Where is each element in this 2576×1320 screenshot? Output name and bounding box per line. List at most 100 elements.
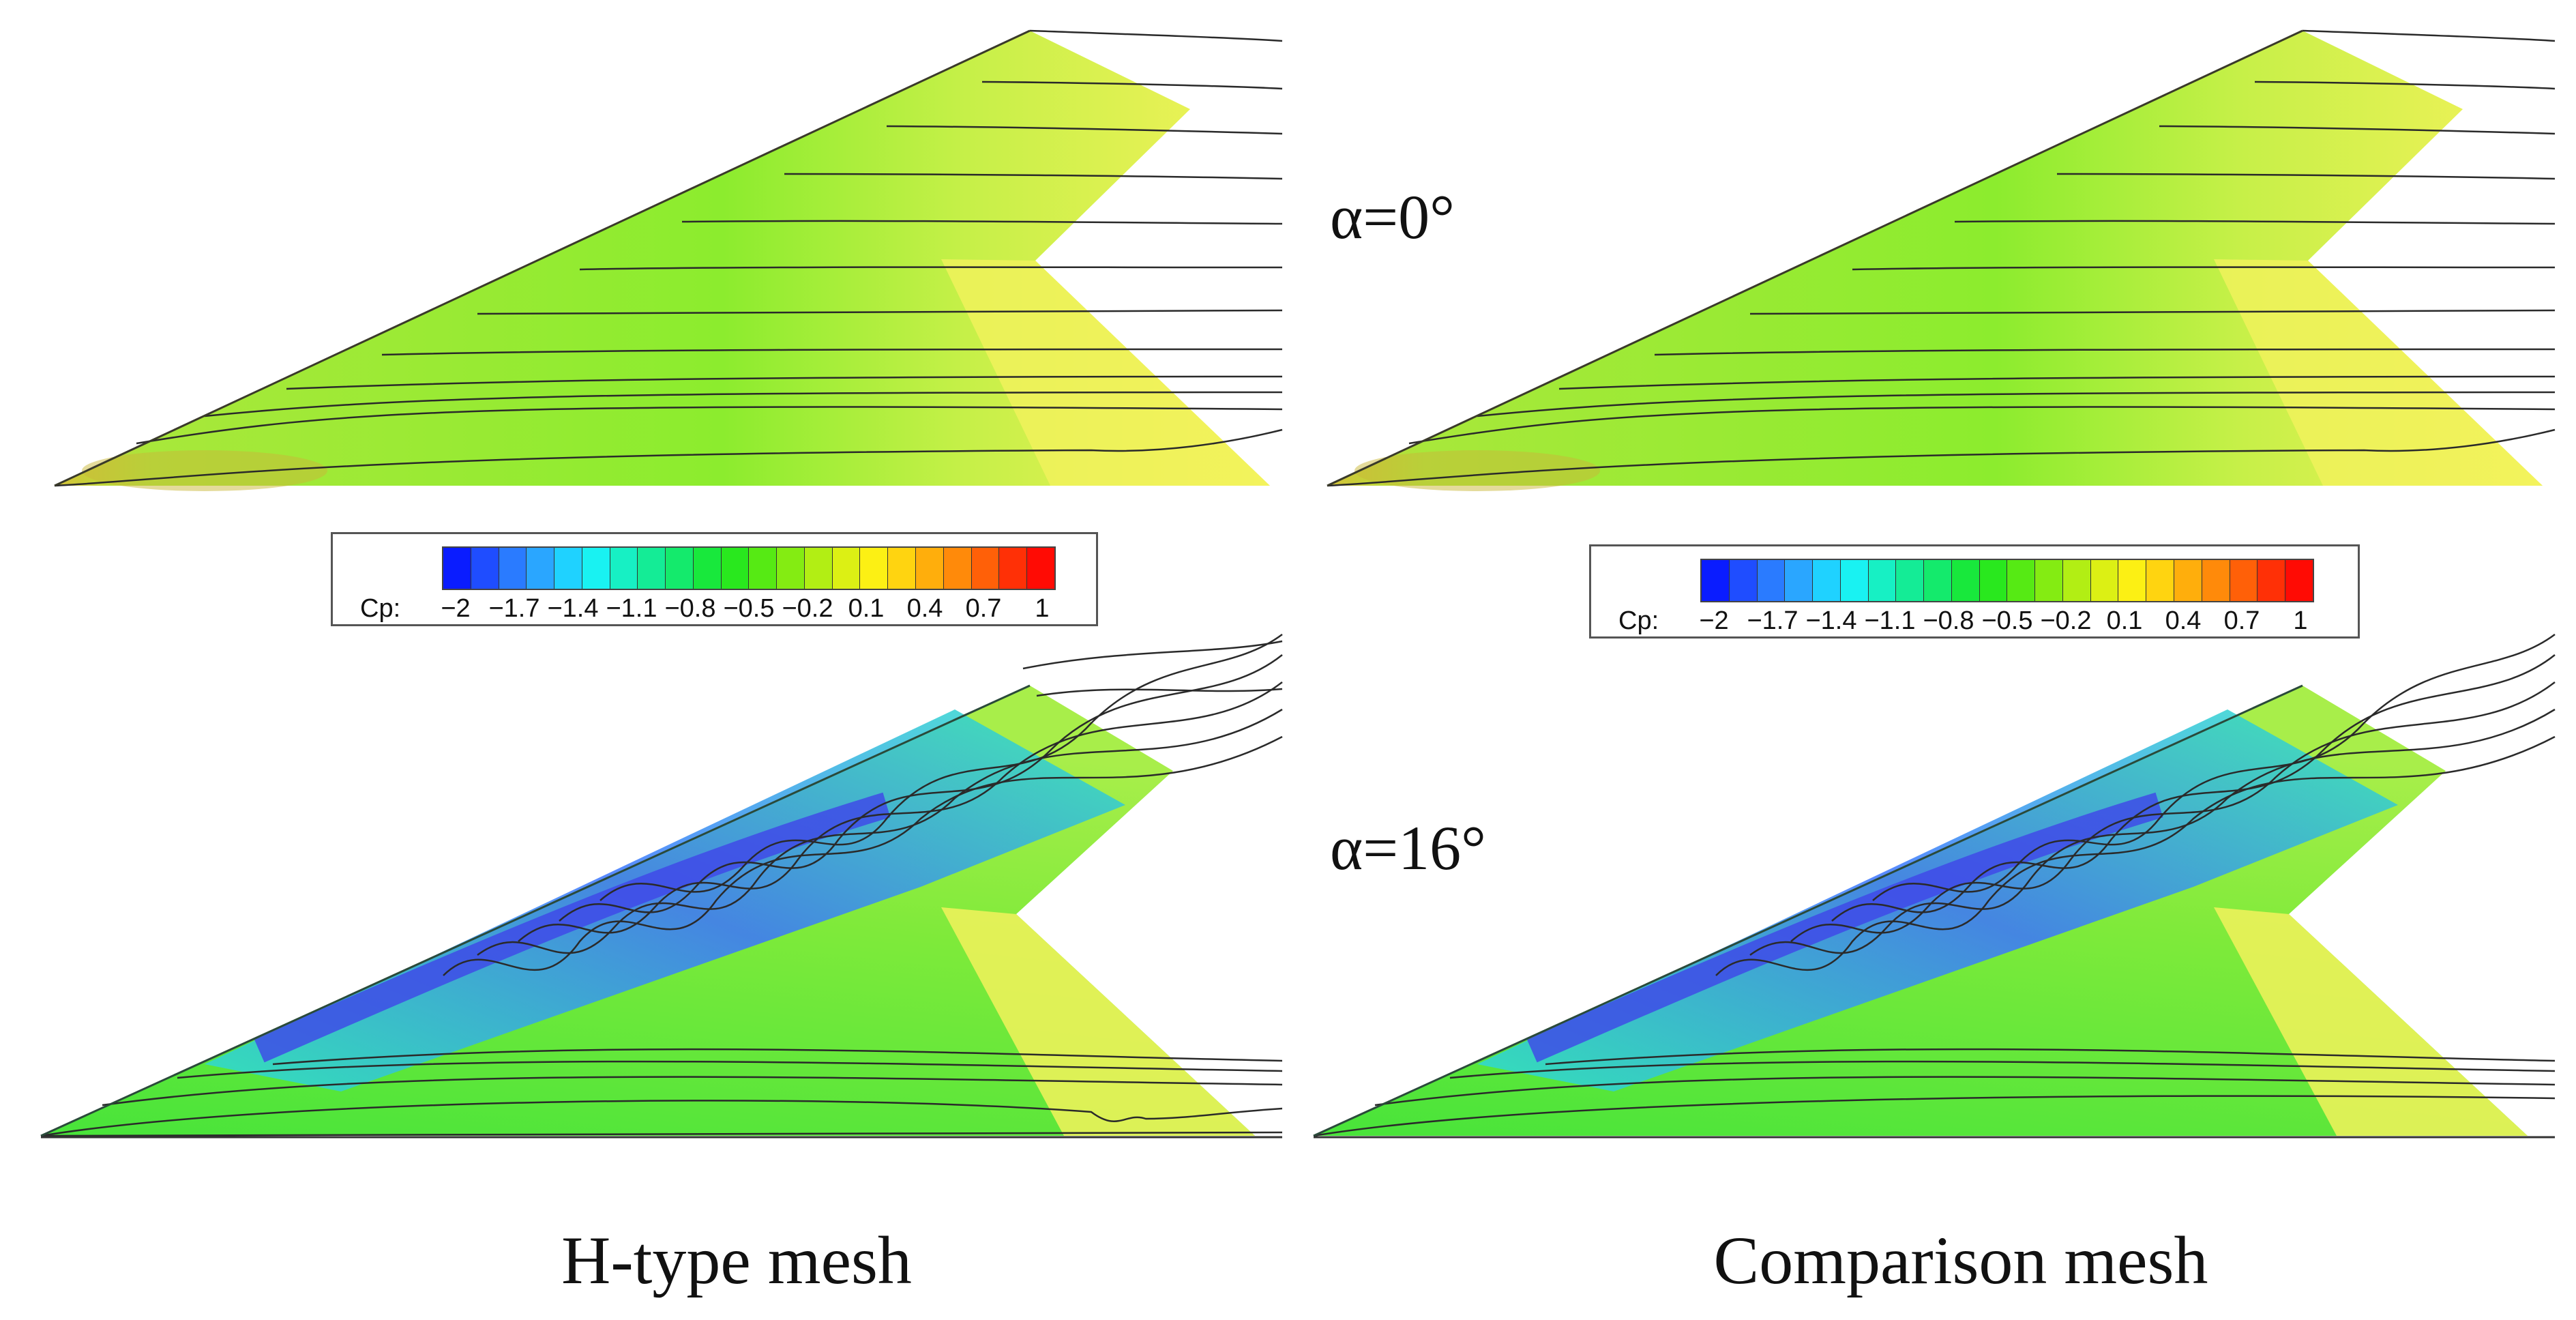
colorbar-swatch (999, 548, 1028, 589)
colorbar-swatch (2062, 560, 2091, 601)
colorbar-swatch (777, 548, 805, 589)
colorbar-tick-label: −1.1 (1864, 606, 1916, 635)
colorbar (1700, 559, 2314, 602)
colorbar-tick-label: −2 (1699, 606, 1729, 635)
panel-bottom-right (1313, 633, 2556, 1139)
panel-top-left (54, 29, 1283, 491)
colorbar-swatch (1785, 560, 1813, 601)
panel-bottom-left (40, 633, 1283, 1139)
colorbar-swatch (971, 548, 1000, 589)
colorbar-swatch (721, 548, 750, 589)
colorbar-swatch (2285, 560, 2313, 601)
colorbar-tick-label: 0.1 (2106, 606, 2143, 635)
leading-edge (40, 684, 1031, 1137)
colorbar-swatch (2035, 560, 2063, 601)
colorbar-swatch (943, 548, 972, 589)
streamlines (1313, 1048, 2556, 1137)
colorbar-tick-label: 1 (2293, 606, 2308, 635)
colorbar-label: Cp: (360, 594, 401, 623)
caption-left: H-type mesh (561, 1222, 912, 1298)
colorbar-swatch (1896, 560, 1925, 601)
colorbar-legend-left: Cp: −2 −1.7−1.4−1.1−0.8−0.5−0.2 0.1 0.4 0.7 1 (331, 532, 1098, 626)
leading-edge (1313, 684, 2303, 1137)
vortex-core (254, 792, 891, 1063)
colorbar-tick-label: 0.1 (848, 594, 885, 623)
colorbar-tick-label: −1.4 (547, 594, 599, 623)
colorbar-tick-label: 0.7 (965, 594, 1002, 623)
vortex-streamlines (443, 633, 1283, 976)
colorbar-tick-label: 0.7 (2223, 606, 2260, 635)
colorbar-swatch (638, 548, 666, 589)
colorbar-swatch (2146, 560, 2175, 601)
colorbar (442, 546, 1056, 590)
colorbar-tick-label: −1.7 (1747, 606, 1798, 635)
colorbar-swatch (693, 548, 722, 589)
vortex-streamlines (1715, 633, 2556, 976)
vortex-region (205, 709, 1125, 1091)
pressure-patch (82, 450, 327, 491)
colorbar-tick-label: −0.5 (723, 594, 775, 623)
colorbar-legend-right: Cp: −2 −1.7−1.4−1.1−0.8−0.5−0.2 0.1 0.4 0.7 1 (1589, 544, 2360, 639)
alpha-label-bottom: α=16° (1330, 813, 1486, 883)
colorbar-swatch (2230, 560, 2258, 601)
colorbar-swatch (916, 548, 944, 589)
colorbar-tick-label: −0.8 (664, 594, 716, 623)
colorbar-swatch (2118, 560, 2147, 601)
colorbar-tick-label: 0.4 (2165, 606, 2202, 635)
colorbar-swatch (749, 548, 778, 589)
colorbar-tick-label: −1.7 (488, 594, 540, 623)
colorbar-tick-label: −2 (441, 594, 471, 623)
colorbar-swatch (804, 548, 833, 589)
colorbar-swatch (554, 548, 582, 589)
vortex-core (1526, 792, 2163, 1063)
colorbar-swatch (1027, 548, 1054, 589)
colorbar-swatch (499, 548, 527, 589)
colorbar-swatch (888, 548, 917, 589)
colorbar-swatch (582, 548, 610, 589)
caption-right: Comparison mesh (1713, 1222, 2208, 1298)
wing-surface (1327, 31, 2543, 486)
colorbar-swatch (610, 548, 638, 589)
colorbar-label: Cp: (1618, 606, 1659, 635)
colorbar-swatch (1757, 560, 1786, 601)
trailing-edge-yellow-region (941, 259, 1270, 486)
colorbar-swatch (2007, 560, 2036, 601)
leading-edge (1327, 29, 2303, 487)
colorbar-tick-label: 0.4 (906, 594, 943, 623)
colorbar-swatch (2174, 560, 2202, 601)
vortex-region (1477, 709, 2398, 1091)
colorbar-swatch (1924, 560, 1952, 601)
colorbar-swatch (443, 548, 471, 589)
colorbar-tick-label: −1.1 (606, 594, 657, 623)
colorbar-swatch (471, 548, 499, 589)
colorbar-swatch (1979, 560, 2008, 601)
panel-top-right (1327, 29, 2556, 491)
colorbar-swatch (860, 548, 889, 589)
colorbar-swatch (1951, 560, 1980, 601)
colorbar-tick-label: −0.2 (782, 594, 833, 623)
trailing-edge-yellow-region (941, 907, 1255, 1136)
colorbar-swatch (1813, 560, 1841, 601)
colorbar-tick-label: −0.8 (1923, 606, 1974, 635)
pressure-patch (1354, 450, 1600, 491)
wing-surface (55, 31, 1270, 486)
colorbar-swatch (832, 548, 861, 589)
colorbar-swatch (2090, 560, 2119, 601)
colorbar-swatch (2257, 560, 2286, 601)
colorbar-tick-label: 1 (1035, 594, 1050, 623)
leading-edge (54, 29, 1031, 487)
colorbar-swatch (1702, 560, 1730, 601)
streamlines (54, 29, 1283, 487)
colorbar-tick-label: −0.2 (2040, 606, 2092, 635)
trailing-edge-yellow-region (2214, 259, 2543, 486)
colorbar-swatch (527, 548, 555, 589)
trailing-edge-yellow-region (2214, 907, 2528, 1136)
colorbar-swatch (666, 548, 694, 589)
colorbar-swatch (1868, 560, 1897, 601)
colorbar-tick-label: −1.4 (1805, 606, 1857, 635)
colorbar-swatch (2202, 560, 2230, 601)
colorbar-swatch (1729, 560, 1758, 601)
alpha-label-top: α=0° (1330, 182, 1455, 252)
colorbar-tick-label: −0.5 (1981, 606, 2033, 635)
